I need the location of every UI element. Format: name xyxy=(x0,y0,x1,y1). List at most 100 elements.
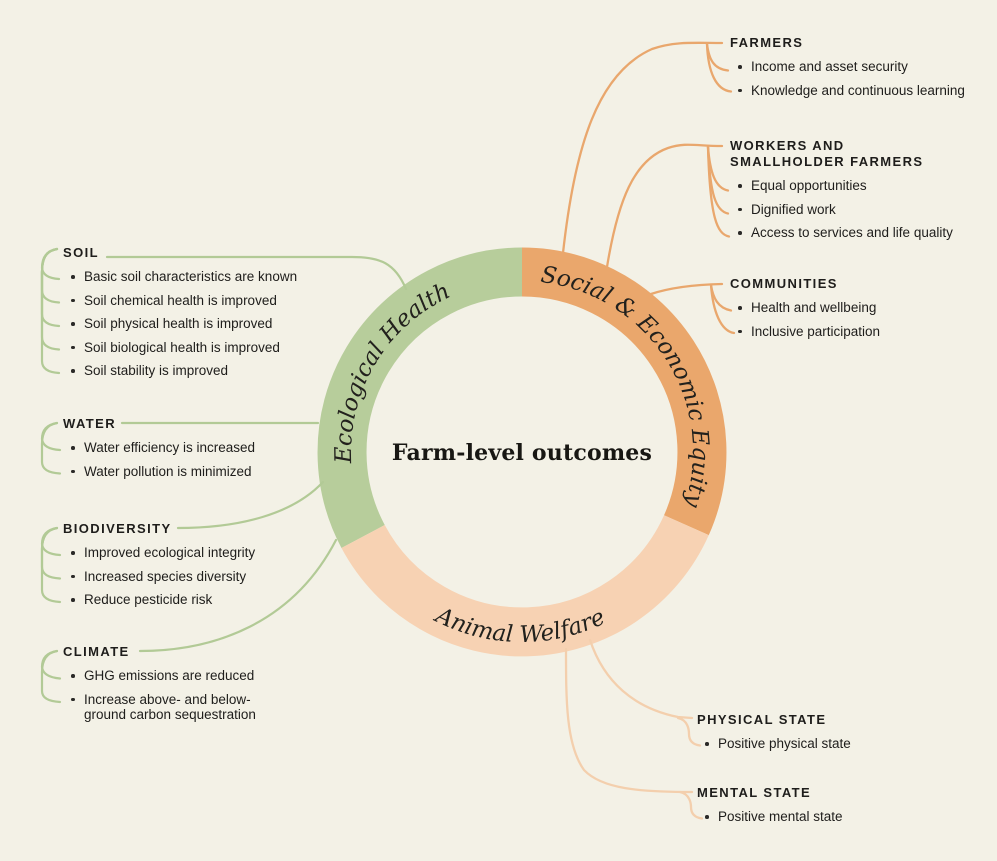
stem-mental xyxy=(678,790,704,820)
bullet-text: Positive physical state xyxy=(718,736,851,751)
bullet-icon xyxy=(738,231,742,235)
section-mental-state: MENTAL STATE Positive mental state xyxy=(697,785,947,825)
bullet-icon xyxy=(71,598,75,602)
connector-workers-line xyxy=(605,143,724,269)
bullet-icon xyxy=(71,697,75,701)
connectors-ecological xyxy=(40,247,408,704)
bullet-icon xyxy=(705,815,709,819)
list-item: Water pollution is minimized xyxy=(63,464,303,480)
list-item: Soil chemical health is improved xyxy=(63,293,333,309)
bullet-text: Positive mental state xyxy=(718,809,843,824)
connector-soil-line xyxy=(105,255,408,291)
list-item: Basic soil characteristics are known xyxy=(63,269,333,285)
bullet-icon xyxy=(71,322,75,326)
list-item: Water efficiency is increased xyxy=(63,440,303,456)
section-climate: CLIMATE GHG emissions are reduced Increa… xyxy=(63,644,273,723)
section-biodiversity: BIODIVERSITY Improved ecological integri… xyxy=(63,521,303,608)
section-physical-state: PHYSICAL STATE Positive physical state xyxy=(697,712,947,752)
bullet-icon xyxy=(71,275,75,279)
section-communities: COMMUNITIES Health and wellbeing Inclusi… xyxy=(730,276,980,339)
bullet-text: Health and wellbeing xyxy=(751,300,877,315)
bullet-text: Inclusive participation xyxy=(751,323,881,339)
connector-mental-line xyxy=(564,647,694,794)
bullet-icon xyxy=(71,469,75,473)
connectors-animal-welfare xyxy=(564,638,704,820)
list-item: Increase above- and below-ground carbon … xyxy=(63,692,269,723)
list-item: Positive mental state xyxy=(697,809,947,825)
connector-farmers-line xyxy=(561,41,724,255)
connector-physical-line xyxy=(588,638,694,720)
stem-workers-3 xyxy=(706,145,731,238)
connector-biodiversity-line xyxy=(176,480,325,530)
bullet-icon xyxy=(71,674,75,678)
brace-water-1 xyxy=(40,421,62,452)
connector-climate-line xyxy=(138,538,338,653)
bullet-text: Water pollution is minimized xyxy=(84,463,252,479)
bullet-text: Water efficiency is increased xyxy=(84,440,256,455)
page-title: Farm-level outcomes xyxy=(391,440,653,466)
section-climate-title: CLIMATE xyxy=(63,644,130,659)
bullet-text: Dignified work xyxy=(751,201,836,217)
list-item: Soil stability is improved xyxy=(63,363,333,379)
section-soil: SOIL Basic soil characteristics are know… xyxy=(63,245,333,379)
bullet-icon xyxy=(738,184,742,188)
list-item: Equal opportunities xyxy=(730,178,980,194)
bullet-text: Income and asset security xyxy=(751,59,908,74)
bullet-icon xyxy=(71,298,75,302)
bullet-text: Soil physical health is improved xyxy=(84,316,273,331)
bullet-icon xyxy=(738,207,742,211)
list-item: Inclusive participation xyxy=(730,324,980,340)
section-physical-state-title: PHYSICAL STATE xyxy=(697,712,827,727)
list-item: Dignified work xyxy=(730,202,980,218)
brace-climate-1 xyxy=(40,649,62,680)
section-biodiversity-title: BIODIVERSITY xyxy=(63,521,172,536)
section-farmers: FARMERS Income and asset security Knowle… xyxy=(730,35,980,98)
brace-soil-4 xyxy=(40,247,61,351)
connectors-social-economic xyxy=(561,41,736,335)
section-farmers-title: FARMERS xyxy=(730,35,804,50)
stem-communities-2 xyxy=(709,283,736,335)
bullet-text: Equal opportunities xyxy=(751,178,867,193)
section-communities-title: COMMUNITIES xyxy=(730,276,838,291)
list-item: GHG emissions are reduced xyxy=(63,668,273,684)
bullet-text: Reduce pesticide risk xyxy=(84,592,213,607)
list-item: Health and wellbeing xyxy=(730,300,980,316)
section-workers: WORKERS AND SMALLHOLDER FARMERS Equal op… xyxy=(730,138,980,241)
bullet-icon xyxy=(738,329,742,333)
brace-soil-1 xyxy=(40,247,61,281)
bullet-icon xyxy=(71,369,75,373)
stem-physical xyxy=(676,716,702,747)
bullet-icon xyxy=(738,65,742,69)
ring-segment-ecological-health xyxy=(317,247,523,548)
bullet-icon xyxy=(738,306,742,310)
list-item: Soil physical health is improved xyxy=(63,316,333,332)
bullet-icon xyxy=(71,345,75,349)
bullet-icon xyxy=(738,88,742,92)
brace-climate-2 xyxy=(40,649,62,704)
section-workers-title: WORKERS AND SMALLHOLDER FARMERS xyxy=(730,138,924,169)
section-soil-title: SOIL xyxy=(63,245,99,260)
bullet-text: Soil chemical health is improved xyxy=(84,292,277,308)
bullet-icon xyxy=(705,742,709,746)
brace-biodiversity-1 xyxy=(40,526,62,557)
connector-communities-line xyxy=(649,282,724,296)
list-item: Positive physical state xyxy=(697,736,947,752)
section-water: WATER Water efficiency is increased Wate… xyxy=(63,416,303,479)
bullet-text: Increased species diversity xyxy=(84,568,247,584)
list-item: Increased species diversity xyxy=(63,569,303,585)
stem-farmers-2 xyxy=(705,42,733,93)
list-item: Soil biological health is improved xyxy=(63,340,333,356)
list-item: Reduce pesticide risk xyxy=(63,592,303,608)
bullet-text: Improved ecological integrity xyxy=(84,545,256,560)
bullet-text: Soil stability is improved xyxy=(84,363,229,378)
ring-segment-animal-welfare xyxy=(341,514,709,657)
bullet-text: Increase above- and below-ground carbon … xyxy=(84,691,256,723)
list-item: Improved ecological integrity xyxy=(63,545,303,561)
section-mental-state-title: MENTAL STATE xyxy=(697,785,812,800)
ring-segment-social-economic-equity xyxy=(521,247,727,536)
brace-biodiversity-3 xyxy=(40,526,62,604)
bullet-text: GHG emissions are reduced xyxy=(84,668,255,683)
bullet-text: Access to services and life quality xyxy=(751,225,953,240)
bullet-text: Knowledge and continuous learning xyxy=(751,82,965,98)
